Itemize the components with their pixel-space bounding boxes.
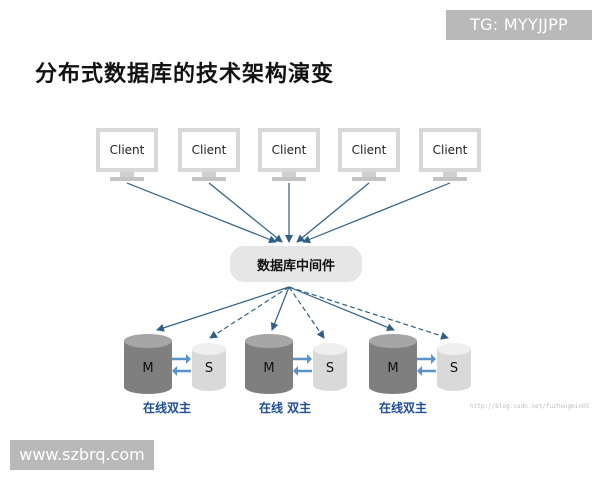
master-db-label: M [142, 361, 153, 376]
page-title: 分布式数据库的技术架构演变 [35, 62, 335, 87]
slave-arrow-1 [209, 286, 290, 339]
master-db-label: M [263, 361, 274, 376]
slave-db-cylinder: S [437, 343, 471, 391]
tg-badge: TG: MYYJJPP [446, 10, 592, 40]
slave-arrows [209, 286, 449, 340]
db-group-label-3: 在线双主 [379, 401, 428, 415]
db-group-label-1: 在线双主 [143, 401, 192, 415]
db-group-label-2: 在线 双主 [259, 401, 312, 415]
master-arrow-2 [270, 286, 290, 331]
client-monitor-3: Client [258, 128, 320, 181]
slave-db-label: S [205, 361, 213, 376]
site-badge: www.szbrq.com [10, 440, 154, 470]
master-arrow-3 [288, 286, 395, 332]
client-arrows [126, 182, 451, 244]
client-monitor-2: Client [178, 128, 240, 181]
client-monitor-5: Client [419, 128, 481, 181]
master-arrow-1 [156, 286, 290, 332]
sync-arrows-icon [172, 354, 191, 376]
slave-db-label: S [450, 361, 458, 376]
master-db-cylinder: M [369, 334, 417, 394]
database-middleware: 数据库中间件 [230, 246, 362, 282]
client-label: Client [423, 132, 477, 168]
slave-db-cylinder: S [313, 343, 347, 391]
master-db-cylinder: M [124, 334, 172, 394]
slave-db-label: S [326, 361, 334, 376]
client-arrow-5 [302, 182, 451, 244]
slave-arrow-3 [288, 286, 449, 340]
client-monitor-1: Client [96, 128, 158, 181]
sync-arrows-icon [417, 354, 436, 376]
sync-arrows-icon [293, 354, 312, 376]
db-group-2: M S [245, 334, 347, 394]
client-monitor-4: Client [338, 128, 400, 181]
client-arrow-2 [208, 182, 283, 243]
client-label: Client [182, 132, 236, 168]
slave-arrow-2 [288, 286, 325, 339]
client-label: Client [262, 132, 316, 168]
db-group-3: M S [369, 334, 471, 394]
watermark-url: http://blog.csdn.net/fuzhongmin05 [470, 403, 590, 410]
client-arrow-4 [296, 182, 370, 243]
slave-db-cylinder: S [192, 343, 226, 391]
master-db-cylinder: M [245, 334, 293, 394]
client-arrow-1 [126, 182, 277, 244]
db-group-1: M S [124, 334, 226, 394]
master-db-label: M [387, 361, 398, 376]
master-arrows [156, 286, 395, 332]
client-label: Client [342, 132, 396, 168]
client-label: Client [100, 132, 154, 168]
